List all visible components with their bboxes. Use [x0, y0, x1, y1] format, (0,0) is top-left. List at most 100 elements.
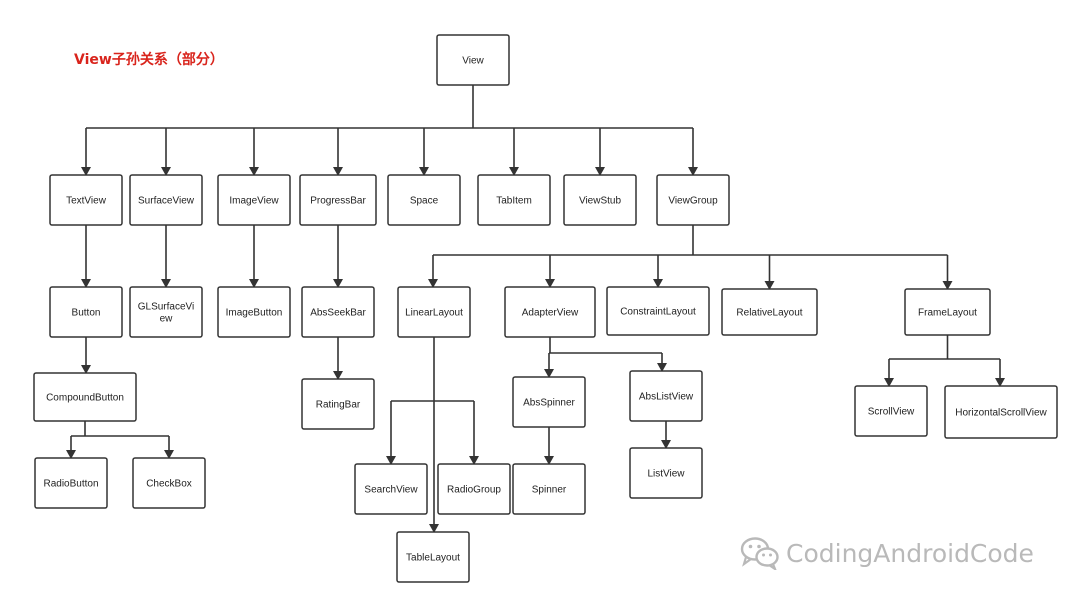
node-button: Button [49, 286, 123, 338]
node-box [629, 370, 703, 422]
node-label: LinearLayout [405, 308, 463, 319]
node-label: RelativeLayout [736, 308, 802, 319]
diagram-title: View子孙关系（部分） [74, 52, 224, 68]
node-tabitem: TabItem [477, 174, 551, 226]
node-box [721, 288, 818, 336]
node-box [33, 372, 137, 422]
node-horizontalscrollview: HorizontalScrollView [944, 385, 1058, 439]
node-box [512, 376, 586, 428]
node-imagebutton: ImageButton [217, 286, 291, 338]
node-viewstub: ViewStub [563, 174, 637, 226]
node-tablelayout: TableLayout [396, 531, 470, 583]
node-label: Space [410, 196, 439, 207]
node-abslistview: AbsListView [629, 370, 703, 422]
node-ratingbar: RatingBar [301, 378, 375, 430]
node-box [436, 34, 510, 86]
node-box [606, 286, 710, 336]
node-box [396, 531, 470, 583]
node-box [301, 286, 375, 338]
node-viewgroup: ViewGroup [656, 174, 730, 226]
node-label: TableLayout [406, 553, 460, 564]
node-relativelayout: RelativeLayout [721, 288, 818, 336]
node-radiobutton: RadioButton [34, 457, 108, 509]
wechat-icon [740, 536, 780, 570]
node-box [217, 174, 291, 226]
node-searchview: SearchView [354, 463, 428, 515]
node-label: FrameLayout [918, 308, 977, 319]
node-view: View [436, 34, 510, 86]
node-box [944, 385, 1058, 439]
node-label: RadioGroup [447, 485, 501, 496]
node-listview: ListView [629, 447, 703, 499]
node-label: ViewStub [579, 196, 622, 207]
node-progressbar: ProgressBar [299, 174, 377, 226]
node-label: ConstraintLayout [620, 307, 696, 318]
node-label: SearchView [364, 485, 418, 496]
node-box [129, 286, 203, 338]
node-adapterview: AdapterView [504, 286, 596, 338]
node-box [217, 286, 291, 338]
node-box [437, 463, 511, 515]
node-scrollview: ScrollView [854, 385, 928, 437]
node-label: Spinner [532, 485, 567, 496]
node-label: AbsListView [639, 392, 694, 403]
node-label: CompoundButton [46, 393, 124, 404]
node-spinner: Spinner [512, 463, 586, 515]
node-label: HorizontalScrollView [955, 408, 1047, 419]
node-box [132, 457, 206, 509]
node-framelayout: FrameLayout [904, 288, 991, 336]
node-box [301, 378, 375, 430]
node-label: ScrollView [868, 407, 915, 418]
node-absseekbar: AbsSeekBar [301, 286, 375, 338]
node-box [504, 286, 596, 338]
node-space: Space [387, 174, 461, 226]
node-box [563, 174, 637, 226]
node-absspinner: AbsSpinner [512, 376, 586, 428]
node-label: TextView [66, 196, 107, 207]
node-label: RatingBar [316, 400, 361, 411]
node-textview: TextView [49, 174, 123, 226]
node-box [49, 286, 123, 338]
node-box [904, 288, 991, 336]
node-box [299, 174, 377, 226]
node-compoundbutton: CompoundButton [33, 372, 137, 422]
node-surfaceview: SurfaceView [129, 174, 203, 226]
node-box [34, 457, 108, 509]
node-label: AdapterView [522, 308, 579, 319]
node-constraintlayout: ConstraintLayout [606, 286, 710, 336]
node-label: AbsSpinner [523, 398, 575, 409]
node-label: Button [72, 308, 101, 319]
node-box [354, 463, 428, 515]
node-checkbox: CheckBox [132, 457, 206, 509]
node-imageview: ImageView [217, 174, 291, 226]
node-radiogroup: RadioGroup [437, 463, 511, 515]
node-box [477, 174, 551, 226]
node-box [49, 174, 123, 226]
node-box [656, 174, 730, 226]
watermark: CodingAndroidCode [740, 536, 1034, 570]
node-label: ew [160, 314, 174, 325]
node-label: ListView [647, 469, 685, 480]
watermark-text: CodingAndroidCode [786, 538, 1034, 568]
node-label: TabItem [496, 196, 532, 207]
node-label: ViewGroup [668, 196, 718, 207]
node-label: GLSurfaceVi [138, 302, 195, 313]
node-label: ImageButton [226, 308, 283, 319]
node-box [512, 463, 586, 515]
edges-layer [66, 85, 1005, 533]
node-box [387, 174, 461, 226]
node-label: AbsSeekBar [310, 308, 366, 319]
node-linearlayout: LinearLayout [397, 286, 471, 338]
node-label: View [462, 56, 484, 67]
node-label: SurfaceView [138, 196, 195, 207]
node-label: CheckBox [146, 479, 192, 490]
node-label: RadioButton [43, 479, 98, 490]
node-label: ImageView [229, 196, 279, 207]
node-box [629, 447, 703, 499]
node-box [854, 385, 928, 437]
node-label: ProgressBar [310, 196, 366, 207]
node-box [397, 286, 471, 338]
